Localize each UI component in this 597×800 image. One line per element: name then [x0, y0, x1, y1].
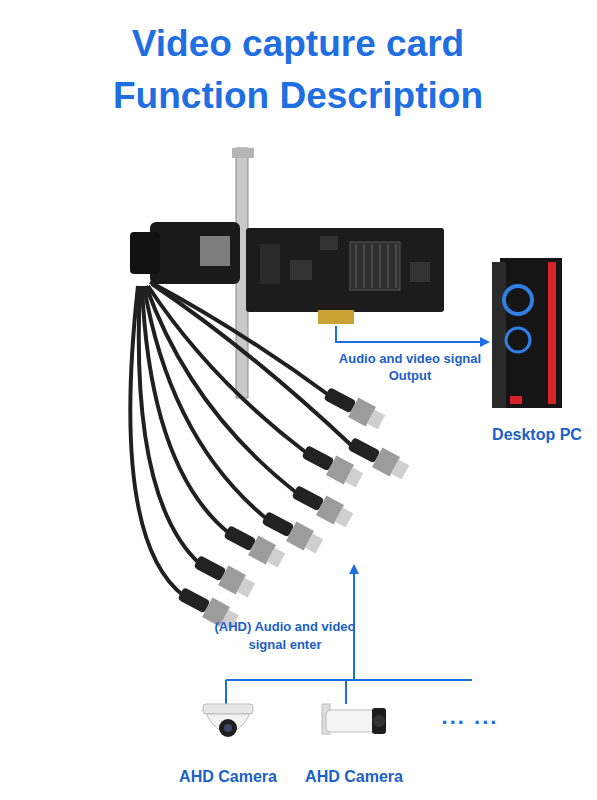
chip — [290, 260, 312, 280]
pc-light — [510, 396, 522, 404]
bracket-tab — [232, 148, 254, 158]
pc-front — [492, 262, 506, 408]
heatsink-fins — [356, 244, 396, 288]
circuit-board — [246, 228, 444, 312]
bnc-connector — [322, 384, 387, 433]
node-label: AHD Camera — [296, 768, 412, 786]
pc-case — [500, 258, 562, 408]
desktop-pc — [492, 258, 562, 408]
node-label: AHD Camera — [170, 768, 286, 786]
cable — [146, 286, 298, 494]
bnc-connector — [300, 442, 365, 491]
bnc-connectors — [176, 384, 411, 633]
bnc-connector — [222, 522, 287, 571]
camera-node: AHD Camera — [180, 700, 276, 786]
pc-fan — [506, 328, 530, 352]
bullet-camera — [322, 704, 386, 734]
camera-bus — [226, 679, 472, 681]
pc-node: Desktop PC — [482, 250, 592, 444]
chip — [410, 262, 430, 282]
cable — [144, 286, 268, 520]
diagram-title: Video capture card Function Description — [88, 18, 508, 122]
pc-fan — [504, 286, 532, 314]
camera-drop — [225, 680, 227, 704]
connector-shell — [200, 236, 230, 266]
heatsink — [350, 242, 400, 290]
output-label: Audio and video signal Output — [318, 350, 502, 384]
cable — [142, 286, 230, 534]
chip — [320, 236, 338, 250]
cable-bundle — [130, 282, 352, 596]
pc-red-trim — [548, 262, 556, 404]
more-cameras: ... ... — [420, 704, 520, 730]
dome-camera — [203, 704, 253, 737]
camera-drop — [345, 680, 347, 704]
node-label: Desktop PC — [472, 426, 597, 444]
input-label: (AHD) Audio and video signal enter — [200, 618, 370, 654]
gold-fingers — [318, 310, 354, 324]
bnc-connector — [290, 482, 355, 531]
cable — [139, 286, 200, 564]
output-arrow — [336, 326, 488, 342]
connector-hood — [130, 232, 160, 274]
component — [260, 244, 280, 284]
camera-node: AHD Camera — [306, 700, 402, 786]
bnc-connector — [192, 552, 257, 601]
db-connector — [150, 222, 240, 284]
cable — [130, 286, 184, 596]
